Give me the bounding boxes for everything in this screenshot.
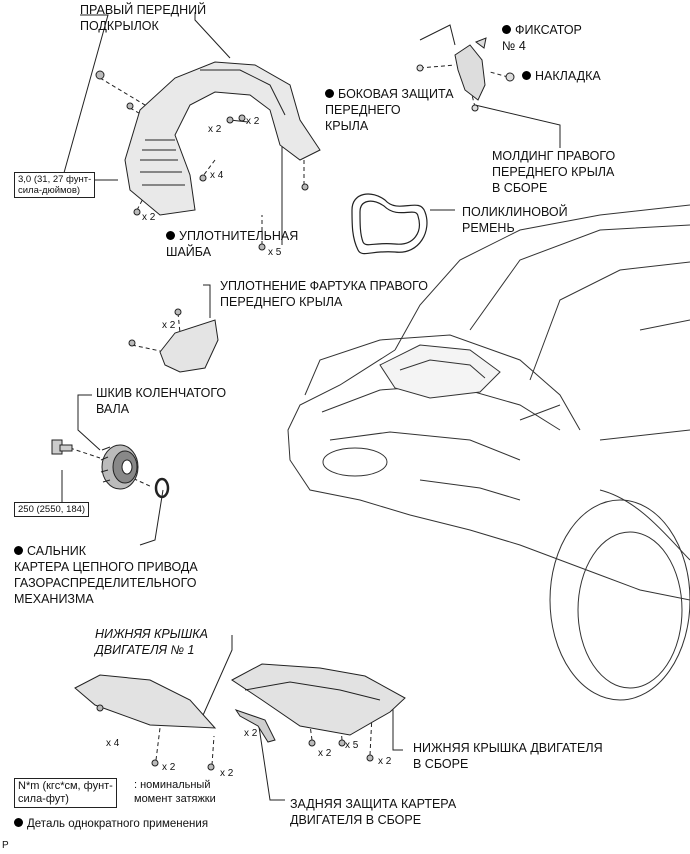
qty-label: x 2 — [220, 768, 234, 779]
vehicle-drawing — [287, 204, 690, 701]
leader-torque-fender — [61, 14, 118, 181]
rear-protector-drawing — [234, 709, 276, 743]
label-under-cover-assy: НИЖНЯЯ КРЫШКА ДВИГАТЕЛЯ В СБОРЕ — [413, 741, 603, 771]
nonreusable-dot-icon — [522, 71, 531, 80]
splash-seal-drawing — [159, 319, 219, 373]
torque-box-fender-screw: 3,0 (31, 27 фунт- сила-дюймов) — [14, 172, 96, 198]
fender-liner-drawing — [124, 61, 321, 216]
qty-label: x 2 — [162, 762, 176, 773]
qty-label: x 4 — [210, 170, 224, 181]
legend-nonreusable: Деталь однократного применения — [14, 816, 208, 832]
qty-label: x 2 — [208, 124, 222, 135]
page-marker: P — [2, 840, 9, 851]
qty-label: x 4 — [106, 738, 120, 749]
qty-label: x 2 — [142, 212, 156, 223]
leader-splash-seal — [203, 284, 211, 318]
label-splash-seal: УПЛОТНЕНИЕ ФАРТУКА ПРАВОГО ПЕРЕДНЕГО КРЫ… — [220, 279, 428, 309]
qty-label: x 5 — [268, 247, 282, 258]
nonreusable-dot-icon — [14, 546, 23, 555]
leader-rear-protector — [257, 719, 285, 801]
fasteners — [95, 70, 374, 771]
under-cover-1-drawing — [74, 674, 217, 729]
leader-protector — [419, 24, 456, 46]
leader-molding — [474, 104, 561, 148]
leader-fender-liner — [194, 12, 231, 59]
nonreusable-dot-icon — [166, 231, 175, 240]
label-oil-seal: САЛЬНИК КАРТЕРА ЦЕПНОГО ПРИВОДА ГАЗОРАСП… — [14, 544, 198, 606]
label-under-cover-1: НИЖНЯЯ КРЫШКА ДВИГАТЕЛЯ № 1 — [95, 627, 208, 657]
qty-label: x 2 — [378, 756, 392, 767]
nonreusable-dot-icon — [325, 89, 334, 98]
label-washer: УПЛОТНИТЕЛЬНАЯ ШАЙБА — [166, 229, 299, 259]
belt-drawing — [351, 193, 428, 255]
nonreusable-dot-icon — [502, 25, 511, 34]
label-rear-protector: ЗАДНЯЯ ЗАЩИТА КАРТЕРА ДВИГАТЕЛЯ В СБОРЕ — [290, 797, 457, 827]
legend-unit-desc: : номинальный момент затяжки — [134, 779, 216, 805]
label-overlay: НАКЛАДКА — [522, 68, 601, 84]
label-clip4: ФИКСАТОР № 4 — [502, 23, 582, 53]
label-fender-liner: ПРАВЫЙ ПЕРЕДНИЙ ПОДКРЫЛОК — [80, 3, 207, 33]
qty-label: x 5 — [345, 740, 359, 751]
label-side-protector: БОКОВАЯ ЗАЩИТА ПЕРЕДНЕГО КРЫЛА — [325, 87, 454, 133]
legend-unit-box: N*m (кгс*см, фунт- сила-фут) — [14, 778, 117, 808]
leader-cover1 — [199, 635, 233, 723]
qty-label: x 2 — [244, 728, 258, 739]
qty-label: x 2 — [318, 748, 332, 759]
torque-box-pulley-bolt: 250 (2550, 184) — [14, 502, 90, 517]
label-belt: ПОЛИКЛИНОВОЙ РЕМЕНЬ — [462, 205, 568, 235]
qty-label: x 2 — [162, 320, 176, 331]
nonreusable-dot-icon — [14, 818, 23, 827]
qty-label: x 2 — [246, 116, 260, 127]
leader-pulley — [77, 394, 101, 451]
label-molding: МОЛДИНГ ПРАВОГО ПЕРЕДНЕГО КРЫЛА В СБОРЕ — [492, 149, 616, 195]
leader-cover-assy — [392, 700, 403, 751]
label-pulley: ШКИВ КОЛЕНЧАТОГО ВАЛА — [96, 386, 227, 416]
pulley-drawing — [51, 439, 170, 499]
leader-oil-seal — [139, 489, 164, 546]
under-cover-assy-drawing — [231, 663, 406, 736]
molding-drawing — [416, 37, 515, 112]
